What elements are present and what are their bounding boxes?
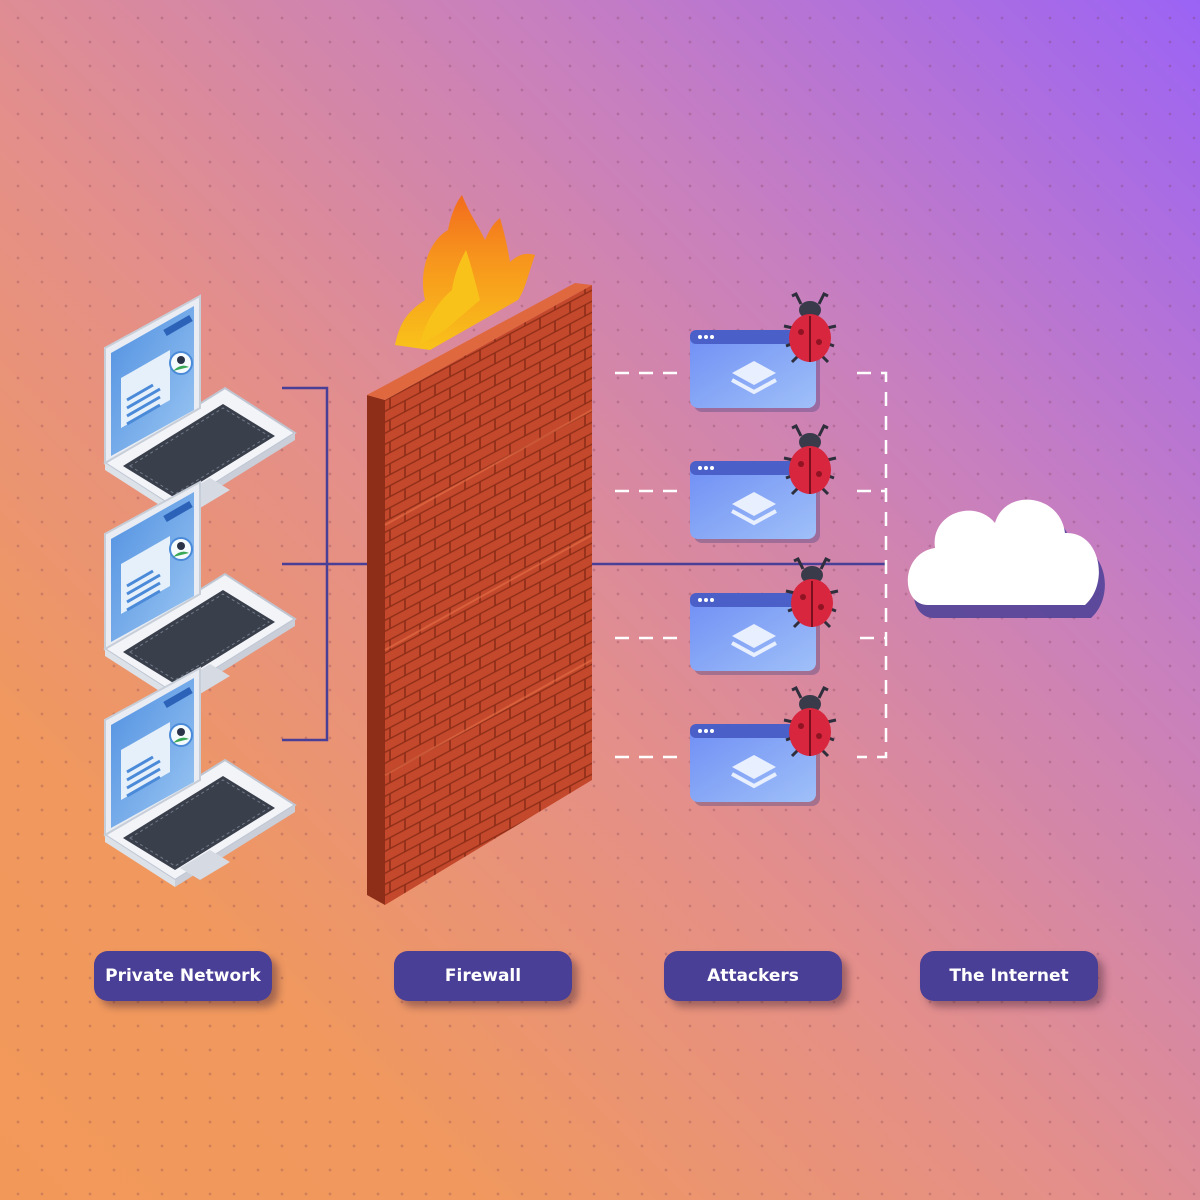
laptop-icon <box>105 668 295 887</box>
attack-path-lines <box>615 371 888 759</box>
brick-wall-icon <box>367 283 593 905</box>
flame-icon <box>395 195 535 350</box>
cloud-icon <box>907 499 1105 618</box>
private-network-label: Private Network <box>94 951 272 1001</box>
internet-label: The Internet <box>920 951 1098 1001</box>
attackers-label: Attackers <box>664 951 842 1001</box>
firewall-label: Firewall <box>394 951 572 1001</box>
